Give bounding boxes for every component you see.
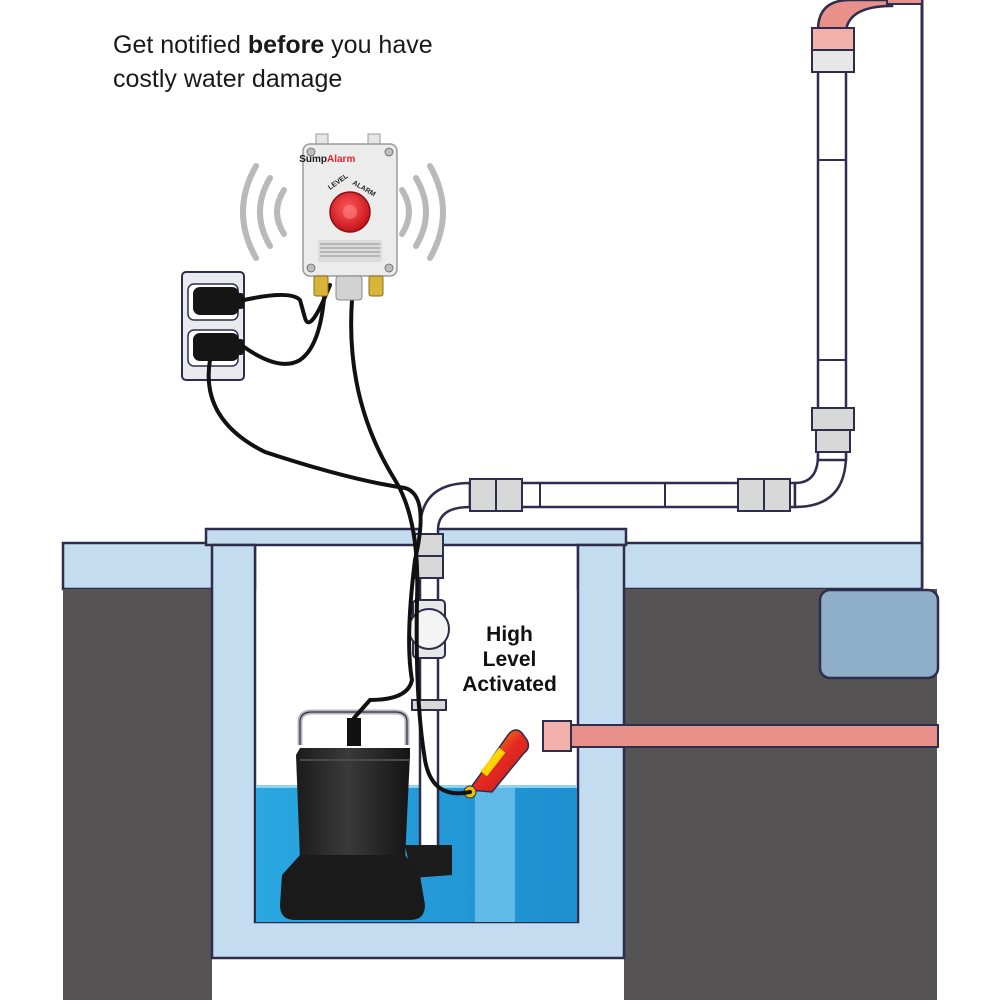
power-cables [206,283,472,796]
power-plugs [193,287,244,361]
sump-alarm-unit [240,133,446,301]
high-level-callout: High Level Activated [452,622,567,697]
headline-suffix: you have [324,31,433,59]
alarm-brand-part1: Sump [299,154,327,165]
check-valve [408,599,450,659]
alarm-brand-part2: Alarm [327,154,355,165]
sump-pit [210,543,626,960]
headline-prefix: Get notified [113,31,248,59]
sound-waves [240,163,446,261]
upper-pink-pipe [811,0,923,73]
pipe-joint-lines [539,159,846,507]
headline: Get notified before you have costly wate… [113,28,433,96]
drain-pipe [542,720,939,752]
callout-line-3: Activated [462,673,557,696]
headline-bold-word: before [247,31,325,59]
sump-pump [280,709,452,920]
callout-line-2: Level [482,648,537,671]
headline-line-1: Get notified before you have [113,28,433,62]
pipe-couplings [411,407,855,711]
ground [63,589,937,1000]
foundation-footing [818,588,940,680]
floor-slab [61,541,924,591]
headline-line-2: costly water damage [113,65,343,93]
callout-line-1: High [486,623,533,646]
